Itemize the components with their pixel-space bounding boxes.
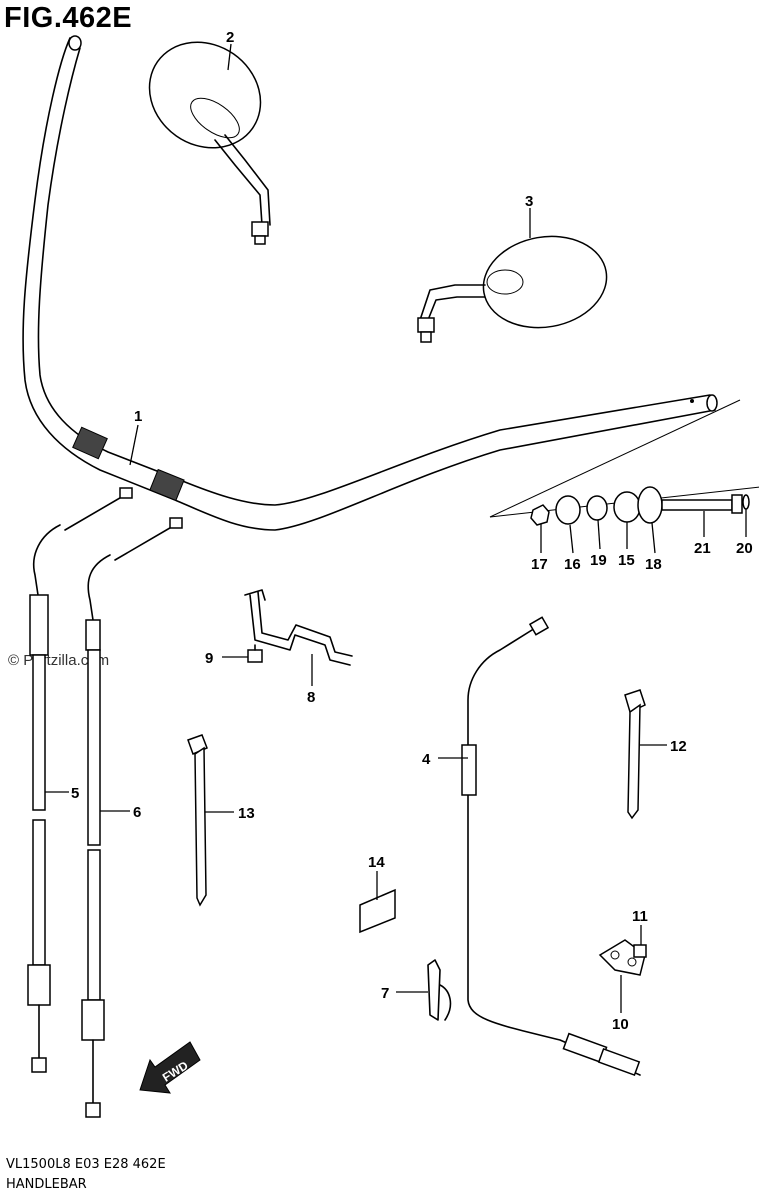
label-sheet-14-part[interactable] <box>359 888 396 934</box>
callout-1: 1 <box>134 408 142 425</box>
callout-8: 8 <box>307 689 315 706</box>
cable-tie-12-part[interactable] <box>624 689 646 820</box>
callout-3: 3 <box>525 193 533 210</box>
mirror-left-part[interactable] <box>129 21 281 245</box>
cable-6-part[interactable] <box>81 517 183 1118</box>
callout-21: 21 <box>694 540 711 557</box>
callout-14: 14 <box>368 854 385 871</box>
figure-title: FIG.462E <box>4 2 133 34</box>
handlebar-part[interactable] <box>22 35 718 531</box>
callout-7: 7 <box>381 985 389 1002</box>
fwd-arrow-icon: FWD <box>139 1041 201 1094</box>
callout-18: 18 <box>645 556 662 573</box>
callout-6: 6 <box>133 804 141 821</box>
bolt-9-part[interactable] <box>247 644 263 663</box>
bolt-11-part[interactable] <box>633 944 647 958</box>
bracket-8-part[interactable] <box>244 589 353 666</box>
cable-tie-13-part[interactable] <box>187 734 208 907</box>
mirror-right-part[interactable] <box>417 227 614 343</box>
leader-lines <box>45 43 747 1013</box>
callout-4: 4 <box>422 751 431 768</box>
callout-12: 12 <box>670 738 687 755</box>
callout-19: 19 <box>590 552 607 569</box>
callout-20: 20 <box>736 540 753 557</box>
callout-5: 5 <box>71 785 79 802</box>
callout-9: 9 <box>205 650 213 667</box>
model-code: VL1500L8 E03 E28 462E <box>6 1157 166 1172</box>
section-name: HANDLEBAR <box>6 1177 87 1192</box>
callout-17: 17 <box>531 556 548 573</box>
callout-13: 13 <box>238 805 255 822</box>
mounting-hardware-part[interactable] <box>489 399 759 526</box>
callout-10: 10 <box>612 1016 629 1033</box>
callout-15: 15 <box>618 552 635 569</box>
cable-4-part[interactable] <box>461 616 641 1077</box>
callout-2: 2 <box>226 29 234 46</box>
clamp-7-part[interactable] <box>427 959 452 1021</box>
callout-11: 11 <box>632 908 648 925</box>
cable-5-part[interactable] <box>27 487 133 1073</box>
callout-16: 16 <box>564 556 581 573</box>
